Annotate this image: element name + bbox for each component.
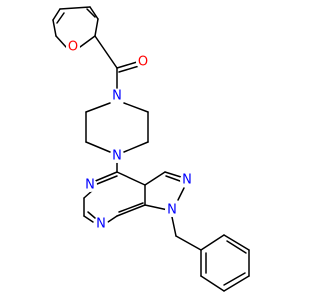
bond [177, 187, 185, 201]
bond [55, 35, 67, 48]
pyrimidine-ring [83, 171, 146, 223]
molecule-diagram: O O N N N N N N [52, 6, 250, 292]
bond [144, 171, 166, 186]
bond-double [118, 202, 144, 213]
label-bg [165, 203, 179, 217]
bond [52, 19, 57, 37]
benzyl-group [171, 216, 250, 292]
bond [123, 102, 149, 113]
bond [59, 6, 91, 10]
label-bg [180, 173, 194, 187]
bond-double [223, 272, 246, 286]
bond-double [56, 12, 65, 24]
pyrazole-n1-label: N [167, 203, 177, 218]
bond-double [116, 204, 146, 217]
bond-double [96, 175, 118, 185]
furan-ring [52, 6, 99, 48]
bond [223, 275, 250, 292]
bond-double [116, 61, 138, 69]
bond [79, 35, 96, 48]
pyrazole-ring [144, 171, 185, 211]
carbonyl-group [94, 35, 140, 89]
structure-canvas: O O N N N N N N [52, 6, 250, 292]
label-bg [110, 89, 124, 103]
bond [52, 8, 61, 21]
piperazine-n1-label: N [112, 89, 122, 104]
bond [200, 275, 225, 292]
bond-double [87, 211, 96, 219]
bond [92, 171, 118, 183]
piperazine-n4-label: N [112, 149, 122, 164]
bond [85, 102, 111, 113]
label-bg [83, 178, 97, 192]
label-bg [66, 40, 80, 54]
bond-double [226, 240, 247, 254]
label-bg [94, 217, 108, 231]
bond [223, 234, 250, 251]
bond [85, 141, 111, 153]
bond [94, 35, 118, 69]
bond [144, 204, 169, 211]
bond [164, 171, 182, 178]
bond [94, 18, 99, 37]
bond-double [165, 175, 181, 182]
pyrimidine-n-left-label: N [85, 178, 95, 193]
bond [107, 215, 118, 223]
bond [175, 235, 202, 251]
pyrazole-n2-label: N [182, 173, 192, 188]
bond-double [86, 8, 96, 18]
bond [200, 234, 225, 251]
bond [123, 141, 149, 153]
bond-double [118, 65, 140, 73]
atom-labels: O O N N N N N N [66, 40, 194, 232]
carbonyl-oxygen-label: O [138, 55, 148, 70]
furan-oxygen-label: O [68, 40, 78, 55]
piperazine-ring [85, 102, 149, 173]
bond [83, 215, 94, 223]
bond [171, 216, 177, 237]
label-bg [110, 149, 124, 163]
bond [116, 171, 146, 186]
label-bg [136, 55, 150, 69]
pyrimidine-n-bottom-label: N [96, 217, 106, 232]
bond [89, 6, 99, 20]
